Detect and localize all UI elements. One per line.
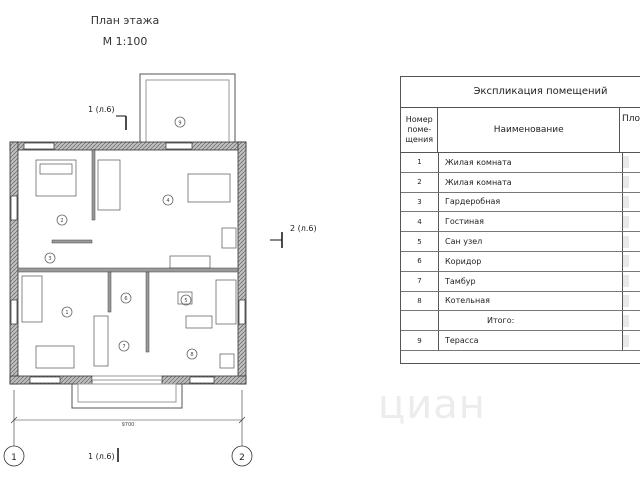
row-area [623, 212, 640, 231]
plan-scale: М 1:100 [102, 35, 148, 48]
row-number: 8 [401, 291, 439, 311]
outer-walls [9, 141, 247, 385]
room-tag-7: 7 [122, 344, 125, 350]
room-tag-8: 8 [190, 352, 193, 358]
room-tag-9-label: 9 [178, 121, 181, 127]
header-area: Пло [621, 114, 640, 124]
room-tags [44, 194, 198, 360]
row-area [623, 292, 640, 311]
row-name: Коридор [439, 251, 623, 271]
terrace-top [139, 73, 236, 147]
dimension-label: 9700 [122, 422, 135, 428]
room-tag-1: 1 [65, 310, 68, 316]
row-area [623, 311, 640, 330]
section-marker-top-label: 1 (л.6) [88, 105, 115, 114]
row-number: 1 [401, 153, 439, 172]
row-number: 2 [401, 172, 439, 192]
room-tag-9 [174, 116, 186, 128]
row-area [623, 173, 640, 192]
row-name: Котельная [439, 291, 623, 311]
section-marker-right-label: 2 (л.6) [290, 224, 317, 233]
row-number: 3 [401, 192, 439, 212]
row-name: Тамбур [439, 271, 623, 291]
row-number: 4 [401, 212, 439, 232]
row-number [401, 311, 439, 331]
section-marker-right [270, 232, 283, 248]
row-area [623, 153, 640, 172]
row-area [623, 331, 640, 350]
room-tag-4: 4 [166, 198, 169, 204]
row-number: 9 [401, 331, 439, 350]
room-tag-2: 2 [60, 218, 63, 224]
row-area [623, 252, 640, 271]
axis-marker-1 [3, 445, 25, 467]
axis-marker-2-label: 2 [239, 453, 245, 463]
row-area [623, 272, 640, 291]
room-tag-3: 3 [48, 256, 51, 262]
axis-marker-1-label: 1 [11, 453, 17, 463]
row-name: Жилая комната [439, 153, 623, 172]
terrace-bottom [71, 383, 183, 409]
plan-title: План этажа [90, 14, 160, 27]
furniture [21, 159, 237, 369]
table-header: Номер поме-щения Наименование Пло [401, 108, 640, 153]
room-tag-6: 6 [124, 296, 127, 302]
row-number: 6 [401, 251, 439, 271]
row-area [623, 193, 640, 212]
table-row: Итого: [401, 311, 640, 332]
interior-walls [17, 149, 239, 353]
row-name: Итого: [439, 311, 623, 331]
row-number: 7 [401, 271, 439, 291]
row-name: Гостиная [439, 212, 623, 232]
axis-marker-2 [231, 445, 253, 467]
windows [10, 142, 246, 384]
section-marker-top [116, 115, 127, 130]
section-marker-bottom-label: 1 (л.6) [88, 452, 115, 461]
row-name: Жилая комната [439, 172, 623, 192]
room-explication-table: Экспликация помещений Номер поме-щения Н… [400, 76, 640, 364]
watermark: циан [378, 382, 486, 428]
floor-plan-drawing: 9 [3, 73, 317, 467]
room-tag-5: 5 [184, 298, 187, 304]
table-caption: Экспликация помещений [401, 77, 640, 108]
row-name: Терасса [439, 331, 623, 350]
row-name: Сан узел [439, 232, 623, 251]
header-number: Номер поме-щения [401, 108, 439, 152]
header-name: Наименование [438, 108, 620, 152]
row-name: Гардеробная [439, 192, 623, 212]
row-area [623, 232, 640, 251]
row-number: 5 [401, 232, 439, 251]
dimension-line [10, 390, 246, 446]
